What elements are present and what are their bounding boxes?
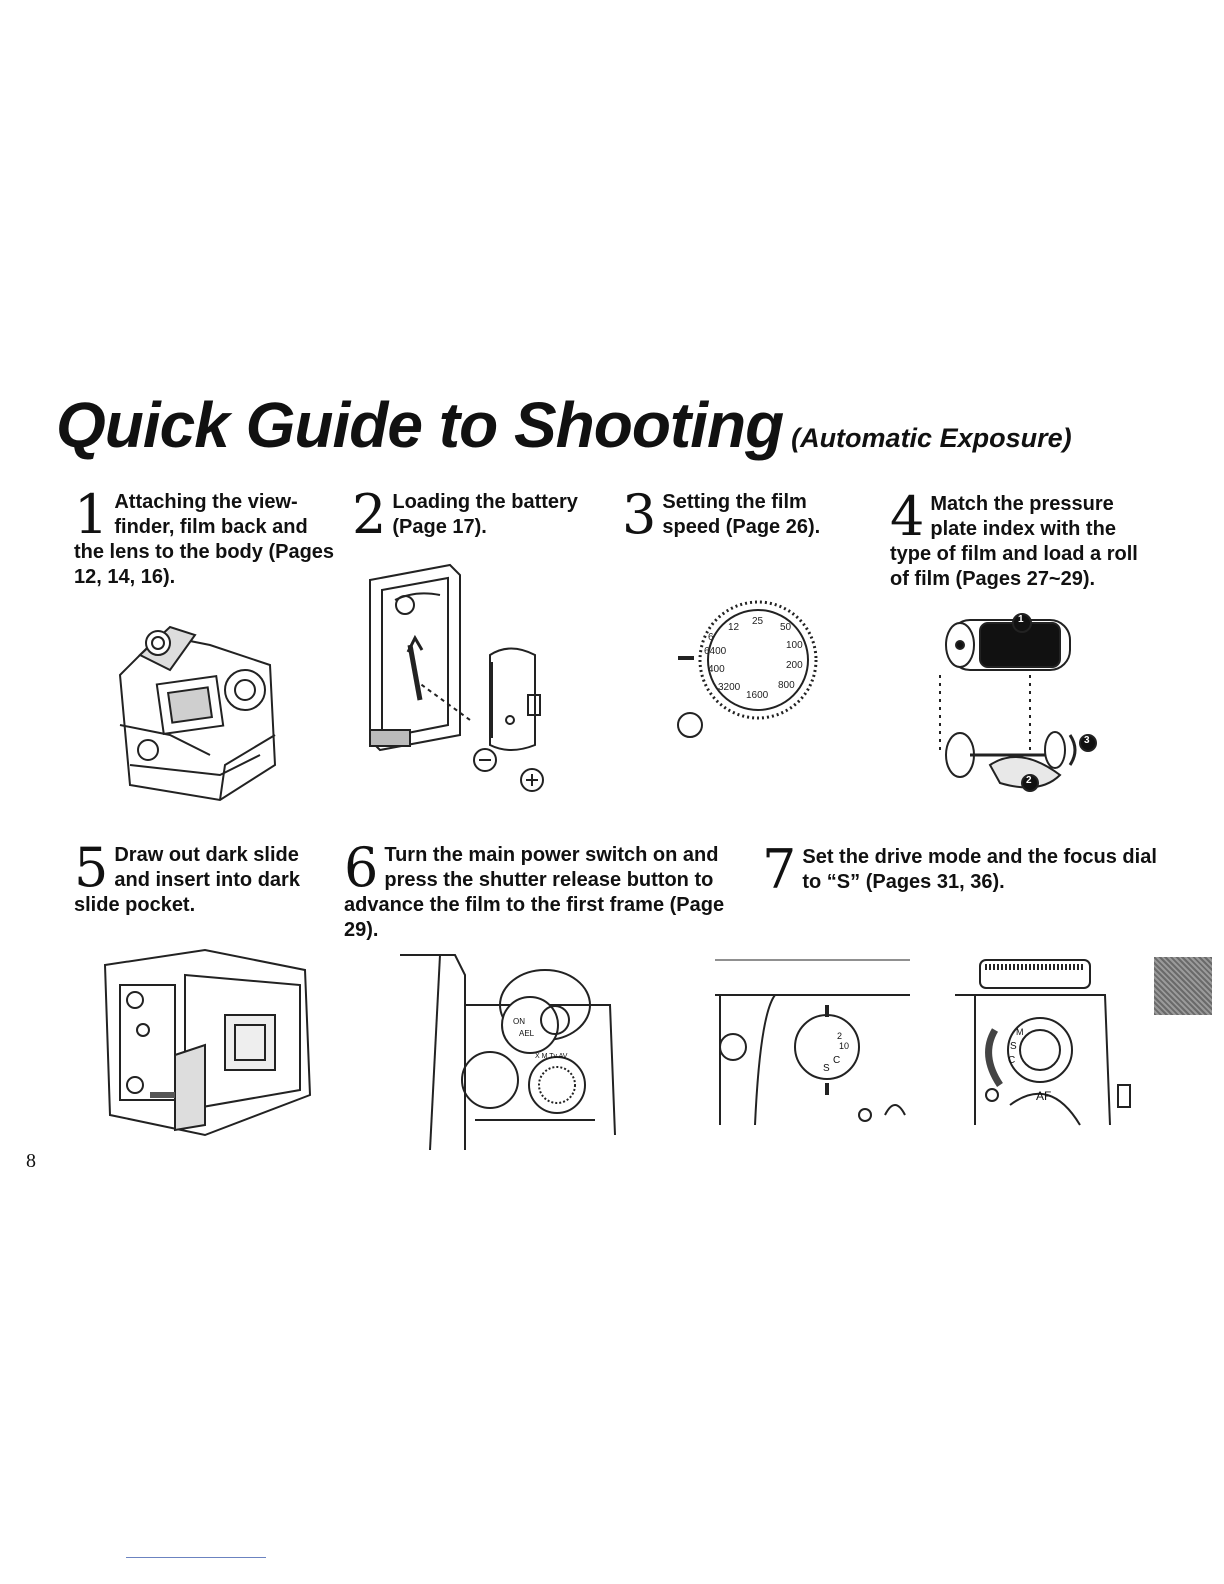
exposure-mode-labels: X M Tv AV: [535, 1053, 568, 1060]
step-number: 2: [352, 483, 387, 546]
step-text: Setting the film speed (Page 26).: [662, 491, 821, 538]
focus-mode-dial-illustration: M S C AF: [950, 955, 1140, 1130]
focus-mode-m: M: [1016, 1027, 1024, 1037]
step-5: 5 Draw out dark slide and insert into da…: [74, 836, 336, 918]
step-text: Attaching the view- finder, film back an…: [74, 491, 335, 588]
step-number: 6: [344, 836, 379, 899]
step-number: 1: [74, 483, 109, 546]
iso-value: 800: [778, 680, 795, 691]
iso-value: 3200: [718, 682, 741, 693]
step-1: 1 Attaching the view- finder, film back …: [74, 483, 336, 590]
drive-mode-c: C: [833, 1055, 841, 1066]
iso-value: 12: [728, 622, 740, 633]
section-tab-marker: [1154, 957, 1212, 1015]
iso-value: 50: [780, 622, 792, 633]
step-number: 7: [762, 838, 797, 901]
step-text: Turn the main power switch on and press …: [344, 844, 725, 941]
page-title: Quick Guide to Shooting (Automatic Expos…: [56, 388, 1072, 462]
iso-value: 400: [708, 664, 725, 675]
iso-value: 6: [708, 632, 714, 643]
iso-value: 100: [786, 640, 803, 651]
step-6: 6 Turn the main power switch on and pres…: [344, 836, 744, 943]
dark-slide-illustration: [95, 945, 325, 1145]
power-on-label: ON: [513, 1017, 525, 1026]
step-4: 4 Match the pressure plate index with th…: [890, 485, 1160, 592]
power-switch-illustration: ON AEL X M Tv AV: [395, 945, 625, 1155]
step-3: 3 Setting the film speed (Page 26).: [622, 483, 862, 546]
page-title-subtitle: (Automatic Exposure): [791, 423, 1072, 453]
step-text: Draw out dark slide and insert into dark…: [74, 844, 300, 916]
footer-rule: [126, 1557, 266, 1558]
battery-loading-illustration: − +: [360, 560, 580, 800]
drive-mode-10: 10: [839, 1041, 850, 1051]
af-label: AF: [1036, 1089, 1052, 1103]
iso-value: 25: [752, 616, 764, 627]
step-number: 3: [622, 483, 657, 546]
film-loading-illustration: 1 2 3: [930, 605, 1100, 805]
step-text: Set the drive mode and the focus dial to…: [802, 846, 1157, 893]
step-7: 7 Set the drive mode and the focus dial …: [762, 838, 1162, 901]
page-number: 8: [26, 1150, 36, 1172]
step-2: 2 Loading the battery (Page 17).: [352, 483, 602, 546]
step-text: Loading the battery (Page 17).: [392, 491, 578, 538]
step-text: Match the pressure plate index with the …: [890, 493, 1138, 590]
step-number: 4: [890, 485, 925, 548]
film-speed-dial-illustration: 25 50 100 200 400 800 1600 3200 6400 12 …: [668, 590, 828, 740]
film-marker-1: 1: [1018, 614, 1024, 625]
iso-value: 6400: [704, 646, 727, 657]
ael-label: AEL: [519, 1029, 535, 1038]
film-marker-3: 3: [1084, 735, 1090, 746]
iso-value: 1600: [746, 690, 769, 701]
step-number: 5: [74, 836, 109, 899]
page-title-main: Quick Guide to Shooting: [56, 389, 784, 461]
film-marker-2: 2: [1026, 775, 1032, 786]
drive-mode-dial-illustration: S C 10 2: [715, 955, 915, 1130]
focus-mode-c: C: [1008, 1055, 1016, 1066]
iso-value: 200: [786, 660, 803, 671]
camera-assembly-illustration: [100, 615, 310, 815]
drive-mode-2: 2: [837, 1031, 843, 1041]
drive-mode-s: S: [823, 1063, 830, 1074]
focus-mode-s: S: [1010, 1041, 1017, 1052]
